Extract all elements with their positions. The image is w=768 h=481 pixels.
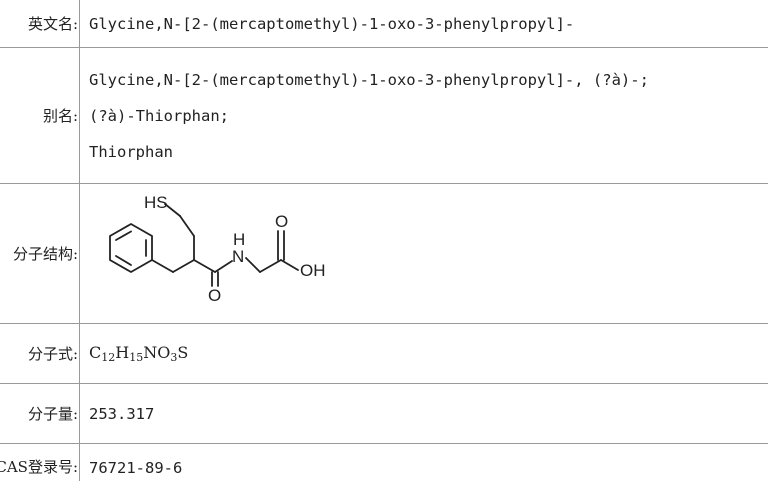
row-weight: 分子量: 253.317 xyxy=(0,384,768,444)
row-english-name: 英文名: Glycine,N-[2-(mercaptomethyl)-1-oxo… xyxy=(0,0,768,48)
formula-part: C xyxy=(89,343,102,362)
english-name-label: 英文名: xyxy=(0,0,80,47)
cas-label: CAS登录号: xyxy=(0,444,80,481)
formula-subscript: 12 xyxy=(101,351,116,364)
thiol-label: HS xyxy=(144,193,168,212)
formula-value: C12H15NO3S xyxy=(89,324,768,383)
formula-label: 分子式: xyxy=(0,324,80,383)
row-synonyms: 别名: Glycine,N-[2-(mercaptomethyl)-1-oxo-… xyxy=(0,48,768,184)
weight-value: 253.317 xyxy=(89,404,155,423)
hydroxyl-label: OH xyxy=(300,261,326,280)
row-structure: 分子结构: xyxy=(0,184,768,324)
row-cas: CAS登录号: 76721-89-6 xyxy=(0,444,768,481)
formula-part: S xyxy=(177,343,189,362)
nitrogen-label: N xyxy=(232,247,244,266)
formula-part: H xyxy=(115,343,130,362)
synonym-line: (?à)-Thiorphan; xyxy=(89,106,229,125)
formula-part: NO xyxy=(143,343,171,362)
synonym-line: Thiorphan xyxy=(89,142,173,161)
formula-subscript: 15 xyxy=(129,351,144,364)
weight-label: 分子量: xyxy=(0,384,80,443)
synonyms-value: Glycine,N-[2-(mercaptomethyl)-1-oxo-3-ph… xyxy=(89,48,768,183)
synonyms-label: 别名: xyxy=(0,48,80,183)
structure-label: 分子结构: xyxy=(0,184,80,323)
formula-subscript: 3 xyxy=(170,351,178,364)
english-name-value: Glycine,N-[2-(mercaptomethyl)-1-oxo-3-ph… xyxy=(89,14,575,33)
acid-oxygen-label: O xyxy=(275,212,288,231)
amide-hydrogen-label: H xyxy=(233,230,245,249)
synonym-line: Glycine,N-[2-(mercaptomethyl)-1-oxo-3-ph… xyxy=(89,70,649,89)
molecule-structure-image: HS N H O O OH xyxy=(109,193,326,305)
carbonyl-oxygen-label: O xyxy=(208,286,221,305)
cas-value: 76721-89-6 xyxy=(89,459,183,477)
row-formula: 分子式: C12H15NO3S xyxy=(0,324,768,384)
